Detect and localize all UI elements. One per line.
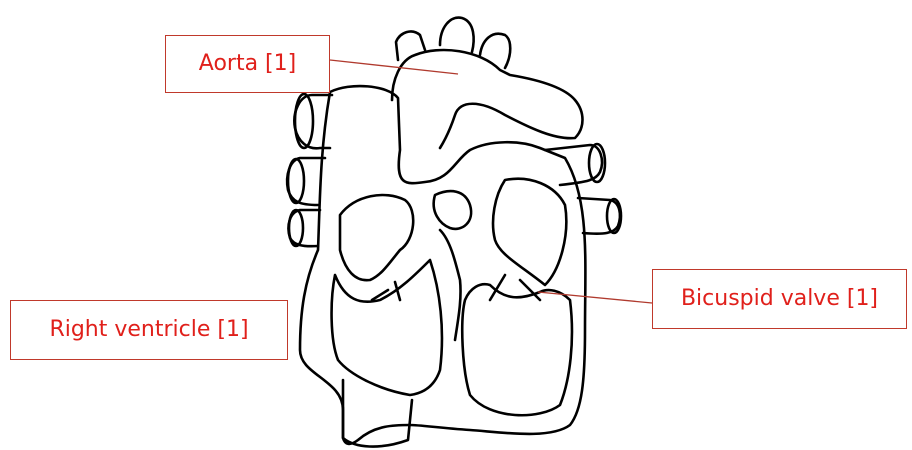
aorta-label: Aorta [1]	[199, 53, 296, 75]
right-ventricle-label: Right ventricle [1]	[49, 319, 248, 341]
right-ventricle-label-box: Right ventricle [1]	[10, 300, 288, 360]
bicuspid-valve-label: Bicuspid valve [1]	[681, 288, 878, 310]
aorta-leader-line	[330, 60, 458, 74]
bicuspid-valve-label-box: Bicuspid valve [1]	[652, 269, 907, 329]
bicuspid-valve-leader-line	[538, 292, 652, 303]
aorta-label-box: Aorta [1]	[165, 35, 330, 93]
